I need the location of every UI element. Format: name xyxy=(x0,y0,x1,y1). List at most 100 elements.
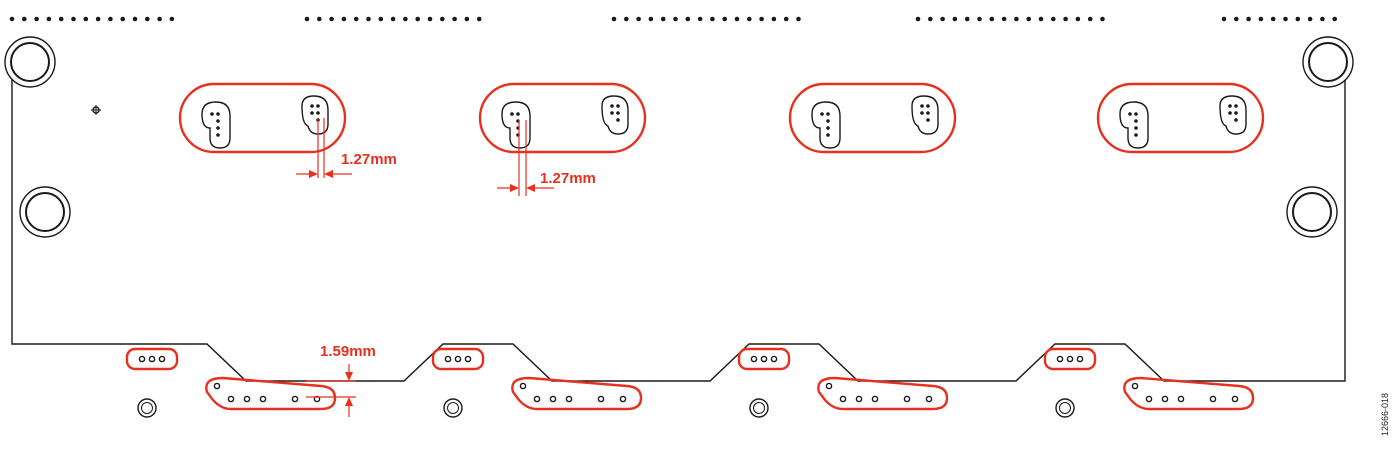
header-pin xyxy=(915,16,921,22)
pin xyxy=(920,104,924,108)
header-pin xyxy=(403,16,408,22)
pin xyxy=(516,112,520,116)
pin xyxy=(227,395,235,403)
pin xyxy=(903,395,911,403)
pin xyxy=(610,104,614,108)
pin xyxy=(316,104,320,108)
dimension-pitch-a: 1.27mm xyxy=(296,118,397,178)
header-pin xyxy=(83,16,89,22)
pin xyxy=(926,118,930,122)
bottom-pin-groups xyxy=(125,347,1255,418)
connector-footprint xyxy=(1096,82,1265,154)
pin xyxy=(826,112,830,116)
header-pin xyxy=(120,16,125,22)
header-pin xyxy=(108,16,113,22)
header-pin xyxy=(58,16,64,22)
dimension-label-pitch-b: 1.27mm xyxy=(540,170,596,187)
pin xyxy=(1228,104,1232,108)
pin xyxy=(1234,104,1238,108)
pin xyxy=(291,395,299,403)
dimension-label-pitch-a: 1.27mm xyxy=(341,151,397,168)
header-pin xyxy=(1283,16,1288,22)
pin xyxy=(1209,395,1217,403)
pin xyxy=(925,395,933,403)
header-pin xyxy=(734,16,740,22)
connector-footprint xyxy=(178,82,347,154)
header-pin xyxy=(341,16,347,22)
header-pin xyxy=(1100,16,1105,22)
header-pin xyxy=(747,16,752,22)
pin xyxy=(1228,111,1232,115)
header-pin xyxy=(169,16,175,22)
pin xyxy=(610,111,614,115)
pin xyxy=(619,395,627,403)
header-pin xyxy=(1221,16,1227,22)
pin xyxy=(1234,111,1238,115)
pin xyxy=(310,111,314,115)
header-pin xyxy=(1051,16,1056,22)
header-pin xyxy=(317,16,322,22)
header-pin xyxy=(353,16,359,22)
bottom-pin-group xyxy=(1043,347,1255,418)
pin xyxy=(243,395,251,403)
bottom-pin-group xyxy=(431,347,643,418)
pin xyxy=(213,382,221,390)
header-pin xyxy=(796,16,801,22)
header-pin xyxy=(452,16,457,22)
pin xyxy=(210,112,214,116)
header-pin xyxy=(22,16,27,22)
header-pin-rows xyxy=(9,16,1337,22)
test-pad xyxy=(749,398,769,418)
connector-footprint xyxy=(478,82,647,154)
pin xyxy=(454,355,462,363)
header-pin xyxy=(611,16,617,22)
header-pin xyxy=(1026,16,1031,22)
header-pin xyxy=(759,16,764,22)
pin xyxy=(1066,355,1074,363)
pin xyxy=(826,133,830,137)
test-pad xyxy=(1055,398,1075,418)
pin xyxy=(597,395,605,403)
pin xyxy=(616,118,620,122)
pin xyxy=(1076,355,1084,363)
header-pin xyxy=(783,16,789,22)
pin xyxy=(1134,119,1138,123)
header-pin xyxy=(1087,16,1093,22)
header-pin xyxy=(366,16,371,22)
pin xyxy=(510,112,514,116)
header-pin xyxy=(476,16,482,22)
pin xyxy=(444,355,452,363)
pin xyxy=(310,104,314,108)
bottom-pin-group xyxy=(737,347,949,418)
pin xyxy=(616,111,620,115)
header-pin xyxy=(1075,16,1081,22)
test-pad xyxy=(443,398,463,418)
connector-footprints xyxy=(178,82,1265,154)
header-pin xyxy=(145,16,150,22)
bottom-pin-group xyxy=(125,347,337,418)
mounting-hole xyxy=(19,186,71,238)
pin xyxy=(616,104,620,108)
header-pin xyxy=(964,16,970,22)
pin xyxy=(519,382,527,390)
pin xyxy=(533,395,541,403)
header-pin xyxy=(1038,16,1044,22)
dimension-pitch-b: 1.27mm xyxy=(497,120,596,196)
board-outline xyxy=(11,62,1346,382)
header-pin xyxy=(9,16,15,22)
pin xyxy=(770,355,778,363)
pin xyxy=(316,111,320,115)
header-pin xyxy=(624,16,629,22)
pin xyxy=(871,395,879,403)
pin xyxy=(1161,395,1169,403)
pin xyxy=(148,355,156,363)
pin xyxy=(1234,118,1238,122)
header-pin xyxy=(1246,16,1251,22)
mounting-hole xyxy=(1286,186,1338,238)
pin xyxy=(920,111,924,115)
dimension-label-offset: 1.59mm xyxy=(320,343,376,360)
header-pin xyxy=(390,16,396,22)
header-pin xyxy=(977,16,982,22)
header-pin xyxy=(378,16,384,22)
